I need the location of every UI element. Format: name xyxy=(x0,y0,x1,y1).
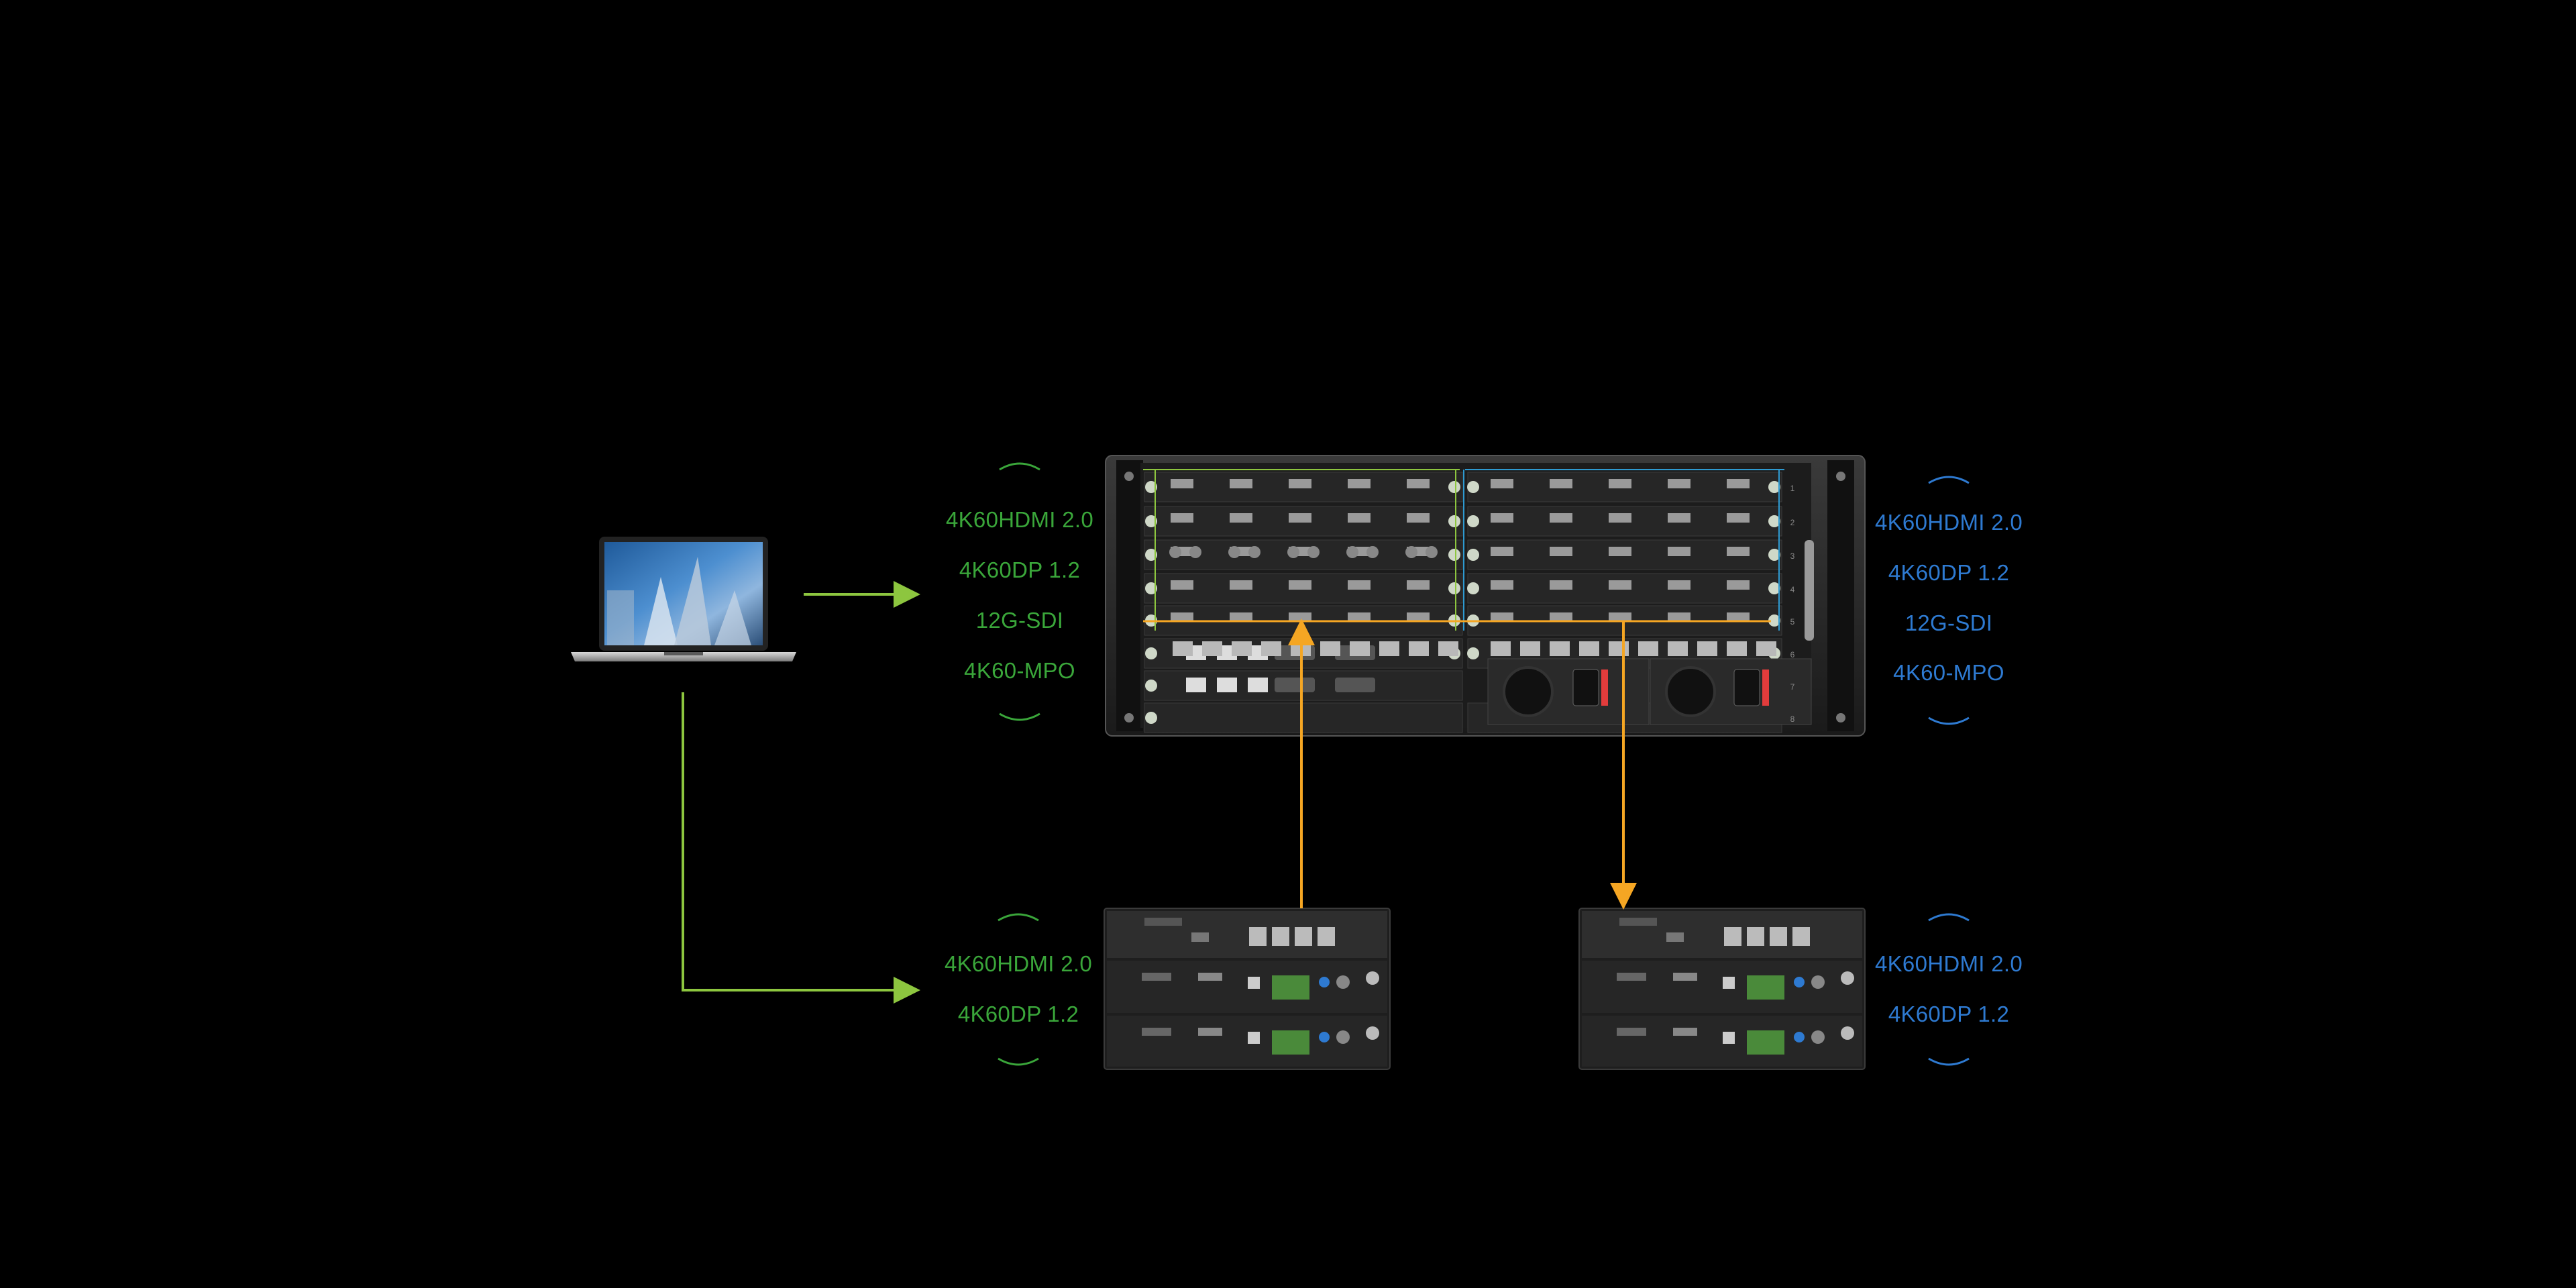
laptop-to-sender-arrow xyxy=(682,692,920,1004)
main-output-label-dp: 4K60DP 1.2 xyxy=(1888,560,2010,585)
svg-text:1: 1 xyxy=(1790,484,1795,493)
svg-text:3: 3 xyxy=(1790,551,1795,561)
sender-input-label-dp: 4K60DP 1.2 xyxy=(957,1002,1079,1026)
svg-text:2: 2 xyxy=(1790,518,1795,527)
main-output-label-mpo: 4K60-MPO xyxy=(1893,660,2004,685)
svg-text:5: 5 xyxy=(1790,617,1795,627)
sender-input-label-hdmi: 4K60HDMI 2.0 xyxy=(944,951,1093,976)
receiver-output-label-dp: 4K60DP 1.2 xyxy=(1888,1002,2010,1026)
laptop-icon xyxy=(571,537,796,661)
sender-box-icon xyxy=(1104,908,1391,1070)
main-input-label-sdi: 12G-SDI xyxy=(975,608,1064,633)
svg-text:7: 7 xyxy=(1790,682,1795,692)
svg-text:8: 8 xyxy=(1790,714,1795,724)
main-input-label-dp: 4K60DP 1.2 xyxy=(959,557,1081,582)
main-output-label-sdi: 12G-SDI xyxy=(1904,610,1993,635)
svg-text:6: 6 xyxy=(1790,650,1795,659)
main-input-label-mpo: 4K60-MPO xyxy=(964,658,1075,683)
receiver-output-label-hdmi: 4K60HDMI 2.0 xyxy=(1874,951,2023,976)
receiver-box-icon xyxy=(1578,908,1866,1070)
main-output-label-hdmi: 4K60HDMI 2.0 xyxy=(1874,510,2023,535)
main-input-label-hdmi: 4K60HDMI 2.0 xyxy=(945,507,1094,532)
chassis-icon: 1 2 3 4 5 6 7 8 xyxy=(1105,455,1866,737)
svg-text:4: 4 xyxy=(1790,585,1795,594)
